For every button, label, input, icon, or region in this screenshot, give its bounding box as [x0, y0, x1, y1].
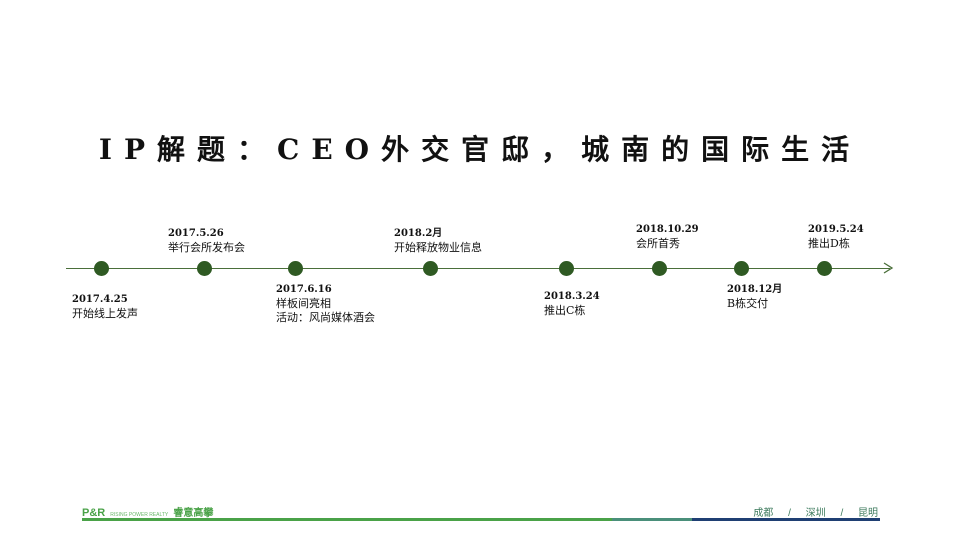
logo-mark: P&R	[82, 507, 106, 519]
footer-bar-teal	[612, 518, 692, 521]
logo-chinese-name: 睿意高攀	[173, 508, 214, 519]
timeline-dot-1	[94, 261, 109, 276]
timeline-dot-3	[288, 261, 303, 276]
city-chengdu: 成都	[753, 508, 774, 519]
timeline-event-3: 2017.6.16 样板间亮相 活动：风尚媒体酒会	[276, 283, 375, 325]
city-list: 成都 / 深圳 / 昆明	[753, 504, 878, 519]
event-desc: 开始线上发声	[72, 307, 138, 320]
city-separator: /	[840, 508, 844, 519]
event-date: 2018.3.24	[544, 291, 600, 302]
event-date: 2018.2月	[394, 228, 443, 239]
timeline-dot-7	[734, 261, 749, 276]
event-date: 2018.12月	[727, 284, 783, 295]
event-desc: 样板间亮相	[276, 297, 331, 310]
timeline-dot-6	[652, 261, 667, 276]
footer-bar-green	[82, 518, 612, 521]
footer-bar-navy	[692, 518, 880, 521]
page-title: IP解题：CEO外交官邸，城南的国际生活	[98, 133, 862, 166]
event-desc: B栋交付	[727, 297, 769, 310]
event-desc: 开始释放物业信息	[394, 241, 482, 254]
timeline-event-5: 2018.3.24 推出C栋	[544, 290, 600, 318]
company-logo: P&R RISING POWER REALTY 睿意高攀	[82, 504, 213, 519]
timeline-event-7: 2018.12月 B栋交付	[727, 283, 782, 311]
timeline-dot-4	[423, 261, 438, 276]
event-desc: 会所首秀	[636, 237, 680, 250]
event-date: 2017.4.25	[72, 294, 128, 305]
timeline-event-8: 2019.5.24 推出D栋	[808, 223, 864, 251]
event-date: 2018.10.29	[636, 224, 699, 235]
timeline-event-1: 2017.4.25 开始线上发声	[72, 293, 138, 321]
city-separator: /	[788, 508, 791, 519]
event-date: 2017.6.16	[276, 284, 332, 295]
timeline-dot-5	[559, 261, 574, 276]
event-date: 2017.5.26	[168, 228, 224, 239]
timeline-arrow-icon	[883, 262, 894, 274]
timeline-dot-8	[817, 261, 832, 276]
timeline-axis	[66, 268, 890, 269]
timeline-event-4: 2018.2月 开始释放物业信息	[394, 227, 482, 255]
timeline-event-2: 2017.5.26 举行会所发布会	[168, 227, 245, 255]
event-desc: 推出C栋	[544, 304, 586, 317]
timeline-dot-2	[197, 261, 212, 276]
event-desc: 推出D栋	[808, 237, 850, 250]
event-date: 2019.5.24	[808, 224, 864, 235]
event-desc-secondary: 活动：风尚媒体酒会	[276, 311, 375, 324]
logo-subtitle: RISING POWER REALTY	[110, 512, 169, 518]
city-kunming: 昆明	[858, 508, 878, 519]
timeline-event-6: 2018.10.29 会所首秀	[636, 223, 699, 251]
event-desc: 举行会所发布会	[168, 241, 245, 254]
city-shenzhen: 深圳	[805, 508, 826, 519]
